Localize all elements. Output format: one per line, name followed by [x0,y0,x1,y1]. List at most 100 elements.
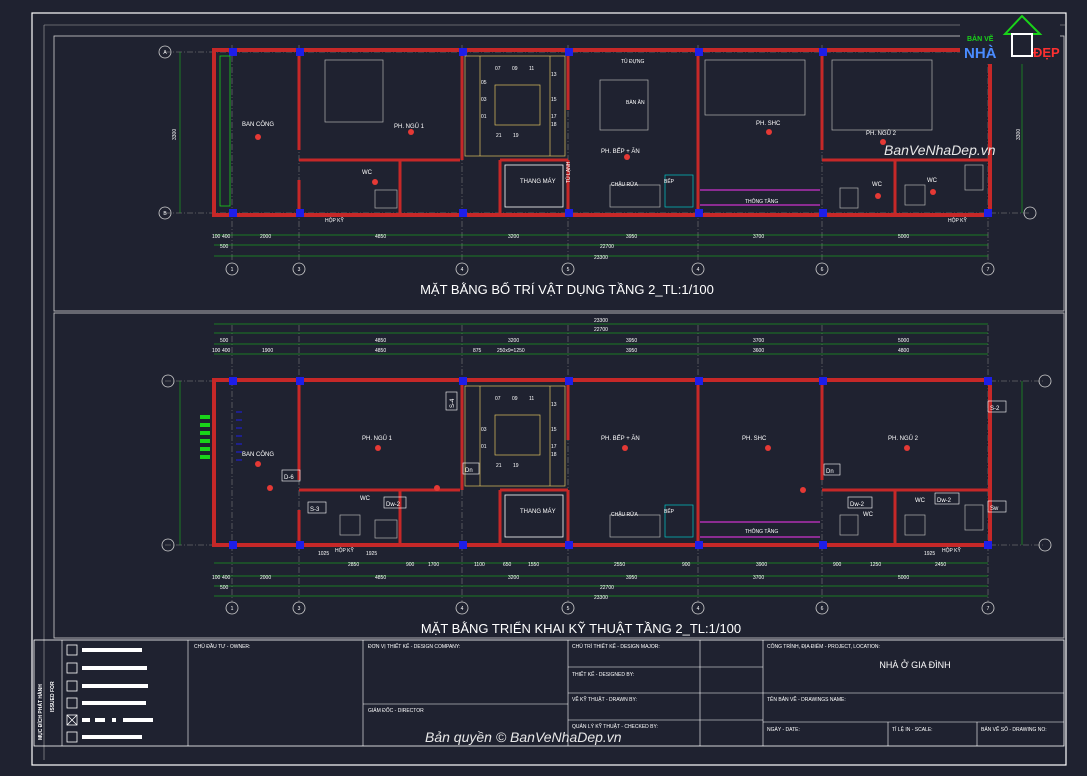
plan2-axis-label: 4 [697,606,700,612]
plan1-dim: 400 [222,234,231,240]
plan2-stair-num: 11 [529,396,534,402]
plan1-wc2-label: WC [872,182,883,188]
plan1-kitchen-label: PH. BẾP + ĂN [601,148,640,155]
plan1-tulanh-label: TỦ LẠNH [565,161,572,183]
issue-checkbox[interactable] [66,680,78,692]
plan2-sink-label: CHẬU RỬA [611,511,638,518]
plan1-axis-label: 5 [567,267,570,273]
plan2-dim: 650 [503,562,512,568]
plan2-dim: 250x9=1250 [497,348,525,354]
plan2-dim: 1925 [366,551,377,557]
plan1-dim: 5000 [898,234,909,240]
plan1-dim: 100 [212,234,221,240]
plan2-dim: 5000 [898,575,909,581]
plan2-tag-dw2: Dw-2 [386,502,401,508]
plan2-dim: 2550 [614,562,625,568]
plan1-elevator-label: THANG MÁY [520,178,556,185]
plan2-tag-dw2: Dw-2 [937,498,952,504]
logo-nha: NHÀ [964,45,997,62]
watermark-top: BanVeNhaDep.vn [884,142,996,158]
issue-checkbox[interactable] [66,662,78,674]
plan2-stair-num: 09 [512,396,518,402]
plan1-stair-num: 17 [551,114,557,120]
plan2-dim: 500 [220,585,229,591]
plan1-stair-num: 03 [481,97,487,103]
plan2-dim: 1550 [528,562,539,568]
issue-label: MỤC ĐÍCH PHÁT HÀNH [36,684,44,740]
plan2-dim: 100 [212,575,221,581]
plan2-dim: 5000 [898,338,909,344]
plan2-tag-d6: D-6 [284,475,294,481]
issue-checkbox-checked[interactable] [66,714,78,726]
drawing-name-label: TÊN BẢN VẼ - DRAWINGS NAME: [767,695,846,703]
issue-checkbox[interactable] [66,731,78,743]
plan2-stair-num: 18 [551,452,557,458]
plan2-dim: 2000 [260,575,271,581]
plan1-stair-num: 11 [529,66,534,72]
plan2-dim: 500 [220,338,229,344]
date-label: NGÀY - DATE: [767,726,800,733]
plan1-stair-num: 05 [481,80,487,86]
plan1-dim: 4850 [375,234,386,240]
drawn-by-label: VẼ KỸ THUẬT - DRAWN BY: [572,696,637,703]
plan1-dim: 3700 [753,234,764,240]
plan2-dim: 3950 [626,338,637,344]
plan1-stair-num: 18 [551,122,557,128]
plan1-wc3-label: WC [927,178,938,184]
plan1-elevator [504,164,564,208]
plan2-tag-dw2: Dw-2 [850,502,865,508]
plan2-thongtang-label: THÔNG TẦNG [745,528,778,535]
plan2-dim: 400 [222,348,231,354]
plan2-dim: 4850 [375,575,386,581]
plan2-hopky2-label: HỘP KỸ [942,547,961,554]
issue-label-en: ISSUED FOR [50,681,56,712]
plan1-stair-num: 01 [481,114,487,120]
plan2-axis-label: 6 [821,606,824,612]
plan2-bedroom2-label: PH. NGỦ 2 [888,435,919,442]
plan1-dim: 23300 [594,255,608,261]
plan1-axis-label: 6 [821,267,824,273]
plan2-dim: 3600 [753,348,764,354]
plan1-stair-num: 15 [551,97,557,103]
plan1-living-label: PH. SHC [756,121,781,127]
plan1-stair-num: 09 [512,66,518,72]
plan2-dim: 23300 [594,318,608,324]
plan1-stair-num: 07 [495,66,501,72]
plan2-tag-sw: Sw [990,506,999,512]
plan2-dim: 23300 [594,595,608,601]
plan2-dim: 2450 [935,562,946,568]
plan2-dim: 3700 [753,338,764,344]
drawing-no-label: BẢN VẼ SỐ - DRAWING NO: [981,726,1047,733]
plan2-dim: 22700 [594,327,608,333]
plan2-dim: 1250 [870,562,881,568]
plan1-dim: 22700 [600,244,614,250]
plan1-stair-num: 19 [513,133,519,139]
plan1-axis-label: A [163,50,167,56]
plan2-stair-num: 07 [495,396,501,402]
issue-checkbox[interactable] [66,697,78,709]
plan2-hopky1-label: HỘP KỸ [335,547,354,554]
owner-label: CHỦ ĐẦU TƯ - OWNER: [194,643,250,650]
plan2-stair-num: 17 [551,444,557,450]
plan1-wc1-label: WC [362,170,373,176]
plan1-bedroom1-label: PH. NGỦ 1 [394,123,425,130]
plan1-balcony-label: BAN CÔNG [242,121,274,128]
plan2-stair-num: 19 [513,463,519,469]
plan2-stair-num: 21 [496,463,502,469]
plan1-hopky2-label: HỘP KỸ [948,217,967,224]
plan2-dim: 1025 [318,551,329,557]
designed-by-label: THIẾT KẾ - DESIGNED BY: [572,671,634,678]
plan2-dim: 2850 [348,562,359,568]
plan2-tag-s2: S-2 [990,406,1000,412]
plan2-dim: 900 [682,562,691,568]
logo-line1: BẢN VẼ [967,34,994,43]
plan2-stair-num: 13 [551,402,557,408]
issue-checkbox[interactable] [66,644,78,656]
plan1-axis-label: 4 [461,267,464,273]
sheet-frame [31,12,1067,766]
plan1-frame [53,35,1065,312]
plan2-axis-label: 7 [987,606,990,612]
plan2-tag-dn: Dn [826,469,834,475]
plan2-elevator-label: THANG MÁY [520,508,556,515]
